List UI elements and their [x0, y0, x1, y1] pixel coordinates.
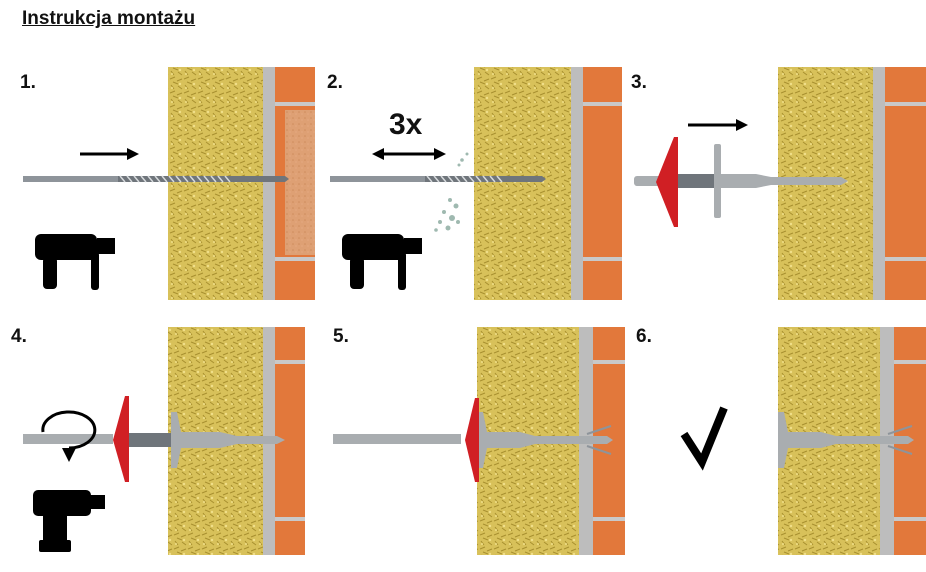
- step-4-panel: 4.: [5, 322, 305, 572]
- step-number: 1.: [20, 72, 36, 94]
- anchor-collar: [714, 144, 721, 218]
- hammer-drill-icon: [342, 234, 422, 290]
- step-1-illustration: [15, 62, 315, 312]
- step-1-panel: 1.: [15, 62, 315, 312]
- hammer-drill-icon: [35, 234, 115, 290]
- step-number: 5.: [333, 326, 349, 348]
- anchor-plate: [465, 398, 479, 482]
- plaster-layer: [873, 67, 885, 300]
- step-2-panel: 2. 3x: [322, 62, 622, 312]
- cordless-screwdriver-icon: [33, 490, 105, 552]
- step-6-panel: 6.: [626, 322, 926, 572]
- step-number: 3.: [631, 72, 647, 94]
- step-6-illustration: [626, 322, 926, 560]
- step-number: 2.: [327, 72, 343, 94]
- threaded-pin: [678, 174, 720, 188]
- insulation-layer: [474, 67, 571, 300]
- step-number: 4.: [11, 326, 27, 348]
- drill-bit-shank: [330, 176, 425, 182]
- double-arrow-icon: [372, 148, 446, 160]
- step-3-illustration: [626, 62, 926, 312]
- step-number: 6.: [636, 326, 652, 348]
- step-3-panel: 3.: [626, 62, 926, 312]
- screwdriver-bit: [333, 434, 461, 444]
- page-title: Instrukcja montażu: [22, 8, 195, 30]
- brick-wall: [583, 67, 622, 300]
- brick-wall: [885, 67, 926, 300]
- screwdriver-bit: [23, 434, 113, 444]
- drill-bit-shank: [23, 176, 118, 182]
- dust-particles: [434, 153, 468, 232]
- threaded-pin: [129, 433, 175, 447]
- checkmark-icon: [684, 408, 724, 462]
- anchor-plate: [113, 396, 129, 482]
- arrow-right-icon: [688, 119, 748, 131]
- plaster-layer: [571, 67, 583, 300]
- step-5-illustration: [325, 322, 625, 560]
- step-5-panel: 5.: [325, 322, 625, 572]
- anchor-plate: [656, 137, 678, 227]
- arrow-right-icon: [80, 148, 139, 160]
- step-4-illustration: [5, 322, 305, 560]
- repeat-label: 3x: [389, 108, 422, 142]
- step-2-illustration: [322, 62, 622, 312]
- plaster-layer: [263, 67, 275, 300]
- insulation-layer: [168, 67, 263, 300]
